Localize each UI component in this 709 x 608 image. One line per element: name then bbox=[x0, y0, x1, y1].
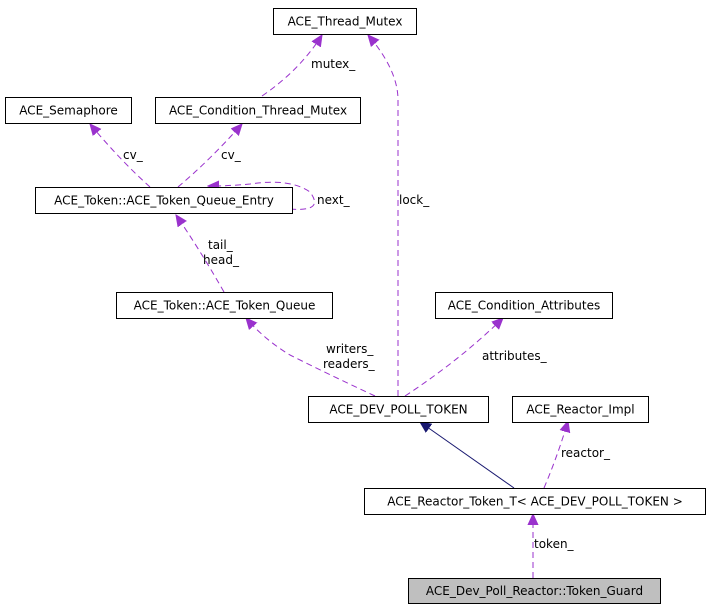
edge-attributes bbox=[404, 318, 503, 397]
label-writers: writers_ bbox=[326, 342, 374, 356]
svg-text:ACE_Token::ACE_Token_Queue: ACE_Token::ACE_Token_Queue bbox=[134, 299, 316, 313]
edge-writers-readers bbox=[246, 318, 376, 397]
label-next: next_ bbox=[317, 193, 351, 207]
svg-text:ACE_Condition_Thread_Mutex: ACE_Condition_Thread_Mutex bbox=[169, 104, 347, 118]
node-reactor-token-t[interactable]: ACE_Reactor_Token_T< ACE_DEV_POLL_TOKEN … bbox=[364, 488, 706, 515]
edge-reactor bbox=[543, 421, 568, 489]
node-semaphore[interactable]: ACE_Semaphore bbox=[5, 97, 132, 124]
label-cv-condition: cv_ bbox=[221, 148, 242, 162]
node-condition-attributes[interactable]: ACE_Condition_Attributes bbox=[435, 292, 613, 319]
label-token: token_ bbox=[534, 537, 575, 551]
node-token-queue-entry[interactable]: ACE_Token::ACE_Token_Queue_Entry bbox=[35, 187, 293, 214]
node-dev-poll-token[interactable]: ACE_DEV_POLL_TOKEN bbox=[308, 396, 489, 423]
svg-text:ACE_DEV_POLL_TOKEN: ACE_DEV_POLL_TOKEN bbox=[329, 403, 467, 417]
edge-cv-condition bbox=[177, 124, 242, 188]
node-token-guard[interactable]: ACE_Dev_Poll_Reactor::Token_Guard bbox=[408, 578, 661, 604]
edges bbox=[90, 35, 568, 578]
label-lock: lock_ bbox=[399, 193, 430, 207]
svg-text:ACE_Dev_Poll_Reactor::Token_Gu: ACE_Dev_Poll_Reactor::Token_Guard bbox=[426, 584, 643, 598]
label-reactor: reactor_ bbox=[561, 446, 611, 460]
svg-text:ACE_Token::ACE_Token_Queue_Ent: ACE_Token::ACE_Token_Queue_Entry bbox=[54, 194, 274, 208]
node-thread-mutex[interactable]: ACE_Thread_Mutex bbox=[273, 8, 417, 35]
label-head: head_ bbox=[203, 253, 240, 267]
edge-cv-semaphore bbox=[90, 124, 151, 188]
label-attributes: attributes_ bbox=[482, 349, 548, 363]
svg-text:ACE_Reactor_Impl: ACE_Reactor_Impl bbox=[526, 403, 634, 417]
node-condition-thread-mutex[interactable]: ACE_Condition_Thread_Mutex bbox=[155, 97, 361, 124]
edge-labels: mutex_ cv_ cv_ next_ lock_ tail_ head_ w… bbox=[123, 57, 611, 551]
svg-text:ACE_Thread_Mutex: ACE_Thread_Mutex bbox=[288, 15, 403, 29]
label-tail: tail_ bbox=[208, 238, 234, 252]
edge-tail-head bbox=[176, 215, 225, 293]
label-mutex: mutex_ bbox=[311, 57, 356, 71]
svg-text:ACE_Semaphore: ACE_Semaphore bbox=[19, 104, 118, 118]
svg-text:ACE_Reactor_Token_T< ACE_DEV_P: ACE_Reactor_Token_T< ACE_DEV_POLL_TOKEN … bbox=[387, 495, 683, 509]
label-readers: readers_ bbox=[323, 357, 376, 371]
svg-text:ACE_Condition_Attributes: ACE_Condition_Attributes bbox=[448, 299, 600, 313]
edge-mutex bbox=[261, 35, 322, 97]
edge-lock bbox=[368, 35, 399, 396]
edge-next bbox=[208, 182, 315, 210]
label-cv-semaphore: cv_ bbox=[123, 148, 144, 162]
node-reactor-impl[interactable]: ACE_Reactor_Impl bbox=[512, 396, 649, 423]
node-token-queue[interactable]: ACE_Token::ACE_Token_Queue bbox=[116, 292, 333, 319]
edge-inherits bbox=[420, 422, 515, 489]
